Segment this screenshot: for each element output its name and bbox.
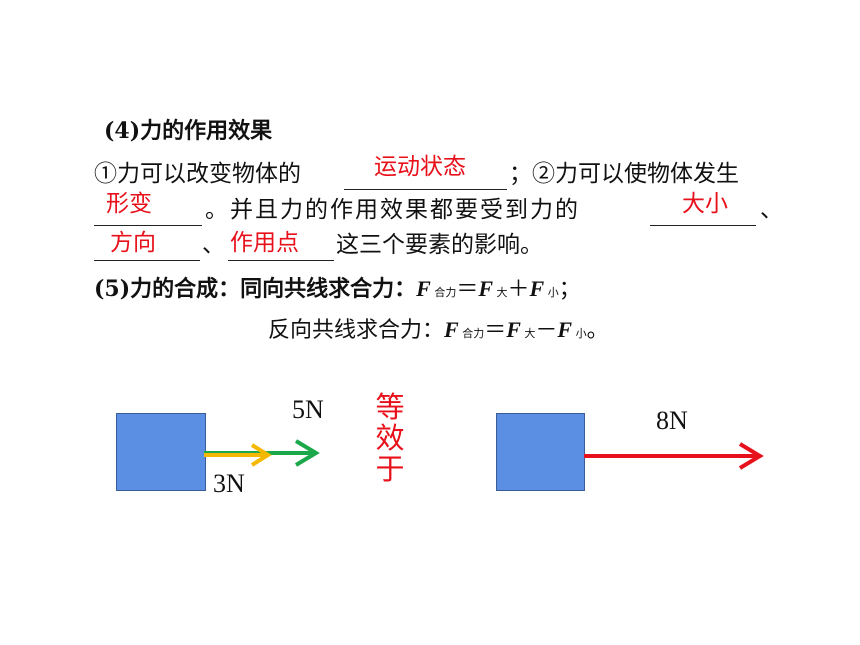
line3-text: 这三个要素的影响。 bbox=[336, 232, 543, 258]
label-5n: 5N bbox=[292, 395, 324, 424]
equivalent-text: 等效于 bbox=[375, 390, 405, 486]
sub-big-2: 大 bbox=[524, 327, 536, 340]
left-force-arrows bbox=[204, 439, 320, 467]
op-plus: ＋ bbox=[507, 277, 530, 302]
label-8n: 8N bbox=[656, 406, 688, 435]
end-semicolon: ； bbox=[558, 277, 581, 302]
blank-deformation bbox=[94, 195, 202, 226]
resultant-force-arrow bbox=[584, 442, 764, 470]
section4-title: (4)力的作用效果 bbox=[104, 118, 273, 144]
green-arrow-head bbox=[294, 439, 320, 467]
sub-big: 大 bbox=[496, 286, 508, 299]
blank-point-of-action bbox=[228, 230, 334, 261]
opposite-label: 反向共线求合力： bbox=[268, 318, 445, 343]
left-object-box bbox=[116, 413, 206, 491]
red-arrow-head bbox=[738, 442, 764, 470]
blank-magnitude bbox=[650, 195, 756, 226]
answer-deformation: 形变 bbox=[106, 191, 152, 217]
f-total: F bbox=[416, 276, 431, 301]
right-object-box bbox=[496, 413, 585, 491]
sub-small: 小 bbox=[547, 286, 559, 299]
op-minus: － bbox=[535, 318, 558, 343]
line2-text-b: 、 bbox=[760, 197, 783, 223]
f-big-2: F bbox=[506, 317, 521, 342]
answer-point-of-action: 作用点 bbox=[230, 230, 299, 256]
f-total-2: F bbox=[444, 317, 459, 342]
eq: ＝ bbox=[456, 277, 479, 302]
section5-title: (5)力的合成：同向共线求合力： bbox=[94, 276, 417, 302]
sub-total: 合力 bbox=[434, 286, 457, 299]
line2-text-a: 。并且力的作用效果都要受到力的 bbox=[205, 197, 580, 223]
answer-direction: 方向 bbox=[110, 230, 156, 256]
sub-small-2: 小 bbox=[575, 327, 587, 340]
f-small: F bbox=[529, 276, 545, 301]
yellow-arrow-head bbox=[250, 443, 272, 467]
line1-text-b: ；②力可以使物体发生 bbox=[509, 161, 739, 187]
answer-motion-state: 运动状态 bbox=[374, 154, 466, 180]
label-3n: 3N bbox=[213, 469, 245, 498]
f-small-2: F bbox=[557, 317, 573, 342]
line1-text-a: ①力可以改变物体的 bbox=[94, 161, 301, 187]
answer-magnitude: 大小 bbox=[682, 191, 728, 217]
blank-direction bbox=[94, 230, 200, 261]
end-period: 。 bbox=[586, 318, 609, 343]
section5-line1: (5)力的合成：同向共线求合力：F 合力＝F 大＋F 小； bbox=[94, 274, 581, 308]
f-big: F bbox=[478, 276, 494, 301]
eq-2: ＝ bbox=[484, 318, 507, 343]
section5-line2: 反向共线求合力：F 合力＝F 大－F 小。 bbox=[268, 315, 609, 349]
blank-motion-state bbox=[344, 159, 507, 190]
sub-total-2: 合力 bbox=[462, 327, 485, 340]
line3-sep: 、 bbox=[202, 232, 225, 258]
